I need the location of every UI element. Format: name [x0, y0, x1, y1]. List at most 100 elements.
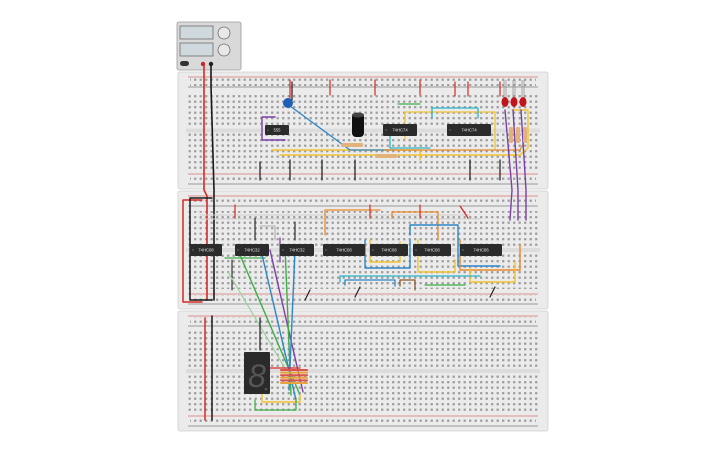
led-icon[interactable]: [519, 97, 527, 107]
flipflop-chip-body[interactable]: [447, 124, 491, 136]
logic-chip[interactable]: 74HC08: [190, 244, 222, 256]
jumper-wire[interactable]: [469, 261, 516, 283]
jumper-wire[interactable]: [504, 109, 513, 221]
jumper-wire[interactable]: [254, 397, 297, 411]
timer-chip[interactable]: 555: [265, 125, 289, 135]
capacitor-top-icon: [352, 112, 364, 118]
logic-chip[interactable]: 74HC08: [413, 244, 451, 256]
logic-chip-body[interactable]: [413, 244, 451, 256]
jumper-wire[interactable]: [304, 289, 311, 301]
logic-chip[interactable]: 74HC32: [235, 244, 269, 256]
logic-chip[interactable]: 74HC86: [460, 244, 502, 256]
jumper-wire[interactable]: [399, 279, 416, 291]
power-switch-icon: [180, 61, 189, 66]
chip-label: 74HC32: [244, 248, 260, 253]
jumper-wire[interactable]: [459, 205, 469, 219]
jumper-wire[interactable]: [227, 271, 287, 371]
display-body[interactable]: [244, 352, 270, 394]
chip-label: 74HC08: [336, 248, 352, 253]
logic-chip-body[interactable]: [323, 244, 365, 256]
negative-terminal-icon: [208, 61, 214, 67]
logic-chip-body[interactable]: [460, 244, 502, 256]
seven-segment-display-icon[interactable]: 8: [244, 352, 270, 394]
jumper-wire[interactable]: [339, 275, 481, 283]
rail-holes[interactable]: [190, 78, 536, 86]
resistor-icon[interactable]: [280, 376, 308, 379]
power-supply[interactable]: [176, 21, 242, 71]
chip-notch-icon: [267, 129, 269, 131]
jumper-wire[interactable]: [512, 109, 519, 221]
electrolytic-capacitor-icon[interactable]: [352, 113, 364, 137]
rail-holes[interactable]: [190, 175, 536, 183]
logic-chip[interactable]: 74HC32: [280, 244, 314, 256]
chip-notch-icon: [462, 249, 464, 251]
chip-label: 74HC74: [461, 128, 477, 133]
jumper-wire[interactable]: [203, 65, 208, 301]
center-channel: [186, 369, 540, 373]
jumper-wire[interactable]: [182, 199, 203, 303]
chip-label: 74HC86: [473, 248, 489, 253]
logic-chip-body[interactable]: [280, 244, 314, 256]
terminal-strip-bottom[interactable]: [188, 374, 538, 411]
resistor-icon[interactable]: [341, 143, 363, 147]
jumper-wire[interactable]: [279, 109, 529, 156]
resistor-icon[interactable]: [280, 379, 308, 382]
resistor-icon[interactable]: [516, 127, 520, 143]
flipflop-chip-body[interactable]: [383, 124, 417, 136]
logic-chip-body[interactable]: [235, 244, 269, 256]
jumper-wire[interactable]: [354, 286, 361, 298]
positive-terminal-icon: [200, 61, 206, 67]
jumper-wire[interactable]: [344, 279, 396, 287]
jumper-wire[interactable]: [288, 249, 296, 391]
jumper-wire[interactable]: [431, 107, 479, 119]
jumper-wire[interactable]: [324, 209, 381, 236]
jumper-wire[interactable]: [391, 211, 439, 241]
jumper-wire[interactable]: [259, 225, 276, 241]
led-icon[interactable]: [501, 97, 509, 107]
logic-chip-body[interactable]: [190, 244, 222, 256]
rail-holes[interactable]: [190, 295, 536, 303]
led-icon[interactable]: [510, 97, 518, 107]
flipflop-chip[interactable]: 74HC74: [383, 124, 417, 136]
jumper-wire[interactable]: [289, 105, 396, 151]
rail-holes[interactable]: [190, 417, 536, 425]
flipflop-chip[interactable]: 74HC74: [447, 124, 491, 136]
jumper-wire[interactable]: [520, 109, 527, 221]
resistor-icon[interactable]: [280, 371, 308, 374]
terminal-strip-top[interactable]: [188, 331, 538, 368]
terminal-strip-bottom[interactable]: [188, 133, 538, 170]
chip-label: 74HC32: [289, 248, 305, 253]
rail-holes[interactable]: [190, 197, 536, 205]
jumper-wire[interactable]: [489, 286, 496, 298]
chip-notch-icon: [237, 249, 239, 251]
resistor-icon[interactable]: [280, 382, 308, 384]
resistor-icon[interactable]: [375, 154, 397, 158]
resistor-icon[interactable]: [280, 369, 308, 371]
resistor-icon[interactable]: [280, 374, 308, 377]
current-knob-icon: [217, 43, 231, 57]
chip-notch-icon: [449, 129, 451, 131]
jumper-wire[interactable]: [261, 116, 286, 141]
logic-chip-body[interactable]: [370, 244, 408, 256]
timer-chip-body[interactable]: [265, 125, 289, 135]
chip-notch-icon: [192, 249, 194, 251]
ceramic-capacitor-icon[interactable]: [283, 98, 293, 108]
jumper-wire[interactable]: [261, 389, 301, 403]
jumper-wire[interactable]: [409, 224, 501, 267]
chip-label: 74HC74: [392, 128, 408, 133]
decimal-point-icon: [264, 387, 268, 391]
voltage-knob-icon: [217, 26, 231, 40]
chip-label: 555: [274, 128, 282, 133]
rail-holes[interactable]: [190, 317, 536, 325]
resistor-icon[interactable]: [523, 127, 527, 143]
chip-notch-icon: [372, 249, 374, 251]
chip-label: 74HC08: [198, 248, 214, 253]
chip-label: 74HC08: [381, 248, 397, 253]
terminal-strip-top[interactable]: [188, 211, 538, 247]
resistor-icon[interactable]: [509, 127, 513, 143]
logic-chip[interactable]: 74HC08: [370, 244, 408, 256]
display-digit: 8: [248, 358, 266, 394]
logic-chip[interactable]: 74HC08: [323, 244, 365, 256]
breadboard[interactable]: [177, 310, 549, 432]
